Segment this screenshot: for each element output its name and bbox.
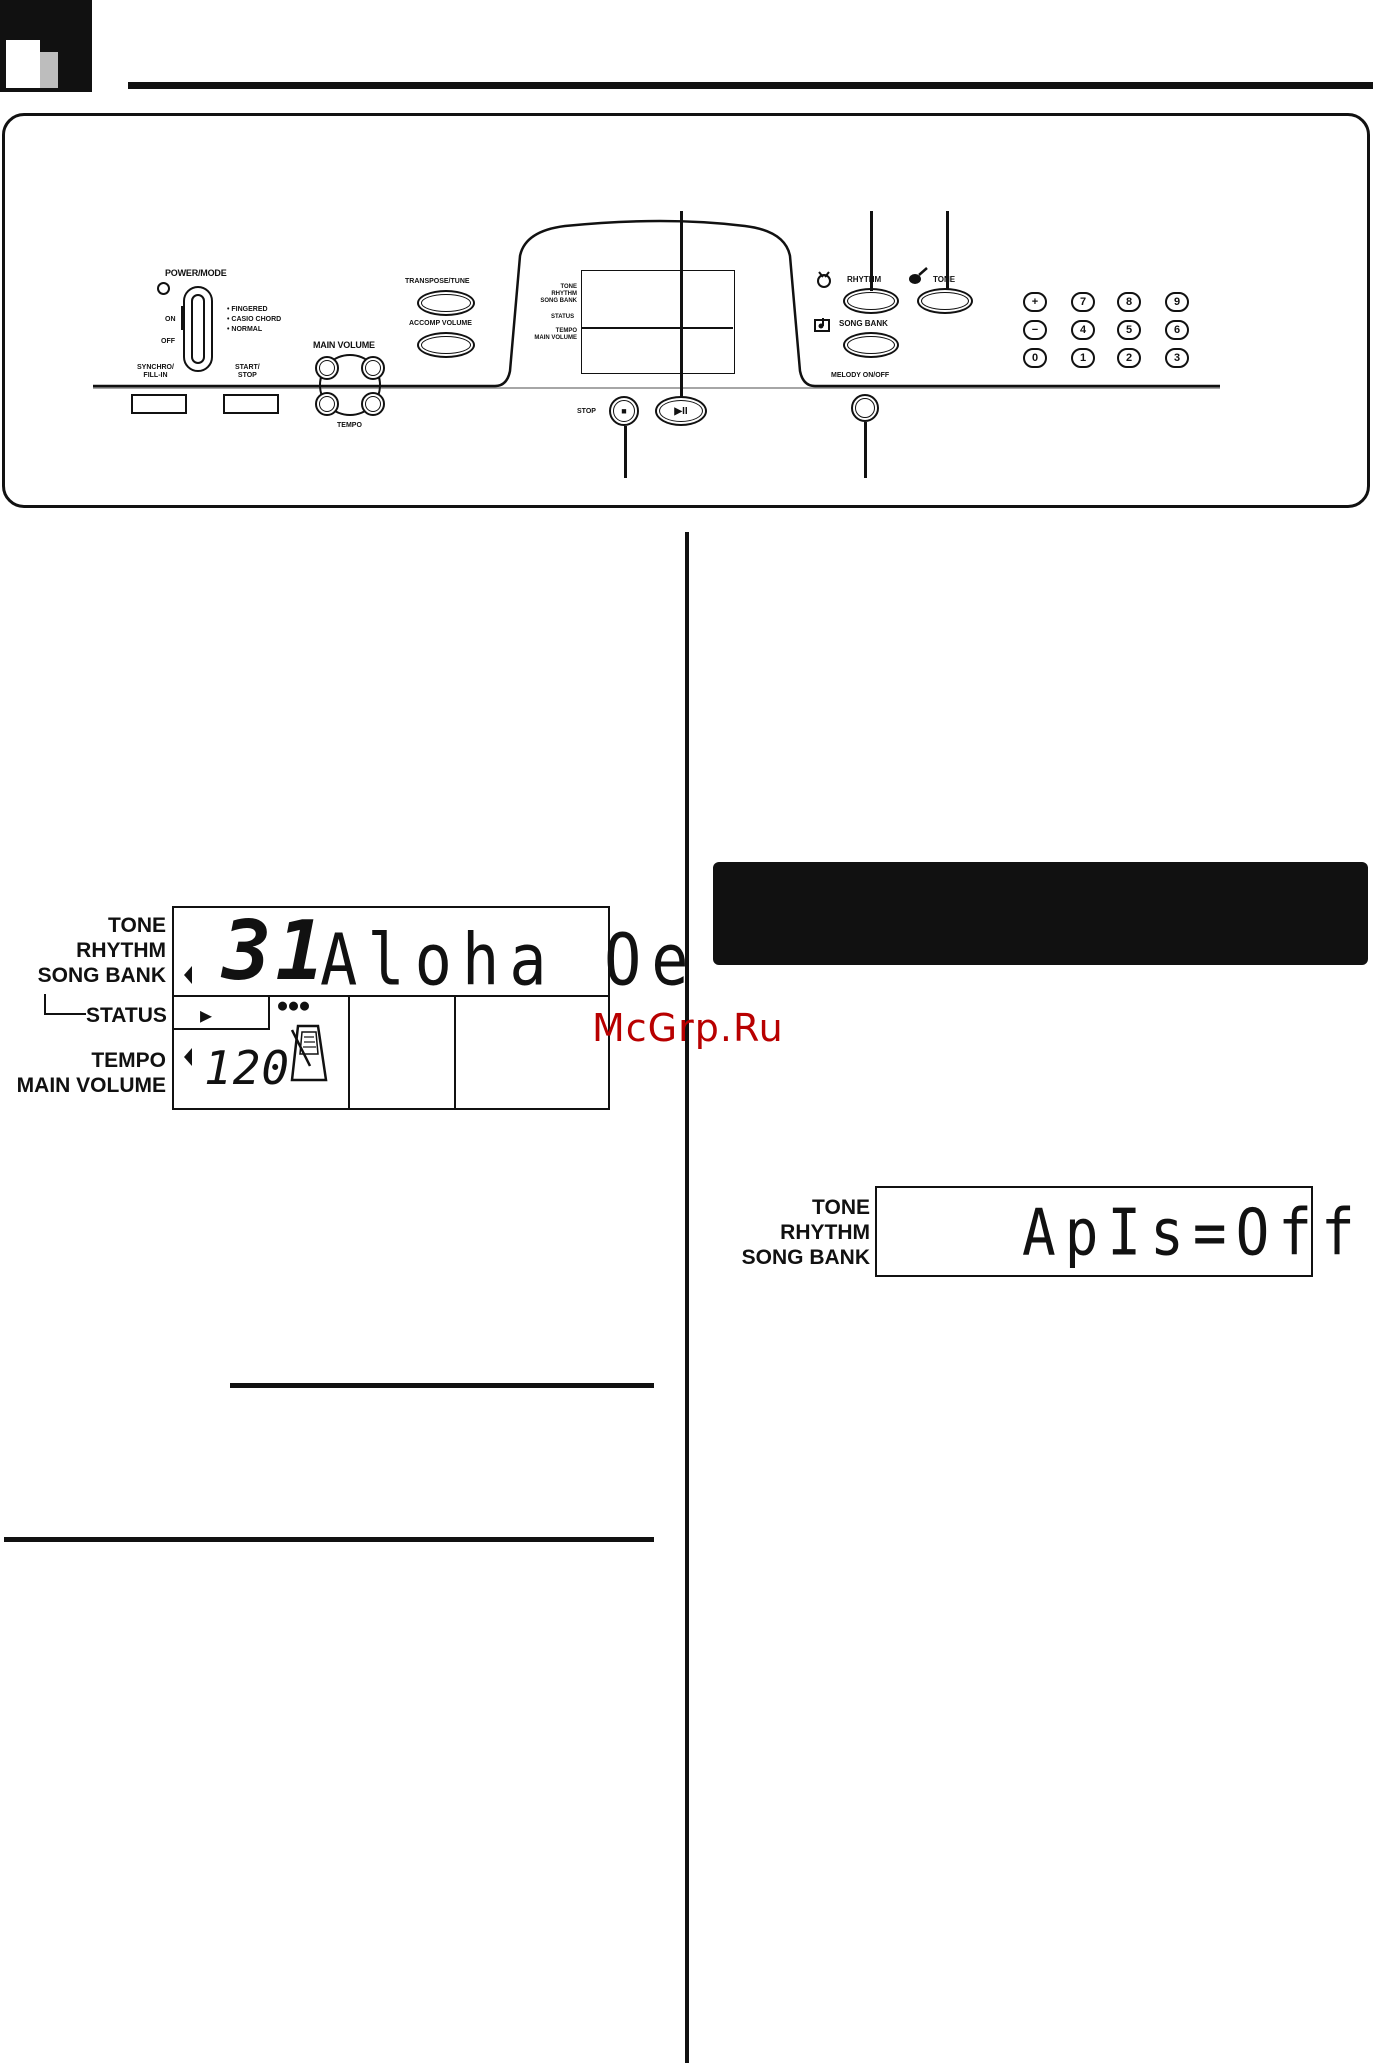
panel-display-tone: TONE — [560, 284, 577, 290]
number-key-3[interactable]: 3 — [1165, 348, 1189, 368]
apls-display-text: ApIs=Off — [1022, 1196, 1364, 1271]
tempo-down-button[interactable] — [315, 392, 339, 416]
lcd-rhythm-label: RHYTHM — [76, 939, 166, 962]
lcd-song-number: 31 — [222, 904, 329, 999]
pointer-play-pause — [680, 211, 683, 397]
lcd-indicator-bottom — [184, 1048, 192, 1066]
pointer-melody — [864, 422, 867, 478]
pointer-tone — [946, 211, 949, 289]
off-label: OFF — [161, 338, 175, 345]
main-volume-label: MAIN VOLUME — [313, 340, 375, 350]
number-key-plus[interactable]: + — [1023, 292, 1047, 312]
tempo-label: TEMPO — [337, 422, 362, 429]
tone-icon — [909, 267, 928, 284]
mode-normal: • NORMAL — [227, 326, 263, 333]
power-indicator — [157, 282, 170, 295]
metronome-icon — [290, 1024, 328, 1082]
number-key-minus[interactable]: − — [1023, 320, 1047, 340]
start-stop-button[interactable] — [223, 394, 279, 414]
keyboard-panel: POWER/MODE ON OFF • FINGERED • CASIO CHO… — [2, 113, 1370, 508]
panel-display — [581, 270, 735, 374]
power-mode-switch[interactable] — [183, 286, 213, 372]
beat-dots: ●●● — [278, 996, 312, 1014]
accomp-volume-button[interactable] — [417, 332, 475, 358]
pointer-stop — [624, 426, 627, 478]
melody-label: MELODY ON/OFF — [831, 372, 890, 379]
stop-label: STOP — [577, 408, 596, 415]
stop-button[interactable]: ■ — [609, 396, 639, 426]
number-key-9[interactable]: 9 — [1165, 292, 1189, 312]
rhythm-button[interactable] — [843, 288, 899, 314]
apls-rhythm-label: RHYTHM — [780, 1221, 870, 1244]
panel-display-tempo: TEMPO — [555, 328, 577, 334]
tone-button[interactable] — [917, 288, 973, 314]
status-bracket — [44, 994, 86, 1015]
rhythm-label: RHYTHM — [847, 275, 882, 284]
apls-tone-label: TONE — [812, 1196, 870, 1219]
lcd-main-display — [172, 906, 610, 1110]
status-arrow: ▶ — [200, 1003, 213, 1027]
song-bank-button[interactable] — [843, 332, 899, 358]
section-heading-bar — [713, 862, 1368, 965]
lcd-tempo-value: 120 — [204, 1041, 291, 1095]
lcd-status-label: STATUS — [86, 1004, 167, 1027]
melody-on-off-button[interactable] — [851, 394, 879, 422]
rule-long — [4, 1537, 654, 1542]
watermark: McGrp.Ru — [592, 1006, 784, 1050]
apls-display — [875, 1186, 1313, 1277]
number-key-0[interactable]: 0 — [1023, 348, 1047, 368]
tone-label: TONE — [933, 275, 956, 284]
start-stop-label: START/ STOP — [235, 364, 260, 379]
rule-short — [230, 1383, 654, 1388]
column-divider — [685, 532, 689, 2063]
number-key-1[interactable]: 1 — [1071, 348, 1095, 368]
rhythm-icon — [817, 271, 831, 288]
power-mode-label: POWER/MODE — [165, 268, 227, 278]
tempo-up-button[interactable] — [361, 392, 385, 416]
lcd-tempo-label: TEMPO — [91, 1049, 166, 1072]
lcd-song-name: Aloha Oe — [320, 917, 699, 1002]
play-pause-icon: ▶II — [674, 405, 688, 417]
number-key-5[interactable]: 5 — [1117, 320, 1141, 340]
volume-tempo-pad — [319, 354, 381, 416]
panel-display-main-volume: MAIN VOLUME — [534, 335, 577, 341]
main-volume-down-button[interactable] — [315, 356, 339, 380]
lcd-main-volume-label: MAIN VOLUME — [16, 1074, 166, 1097]
pointer-rhythm — [870, 211, 873, 291]
lcd-tone-label: TONE — [108, 914, 166, 937]
panel-outline — [93, 219, 1220, 389]
number-key-4[interactable]: 4 — [1071, 320, 1095, 340]
transpose-label: TRANSPOSE/TUNE — [405, 278, 470, 285]
number-key-8[interactable]: 8 — [1117, 292, 1141, 312]
synchro-label: SYNCHRO/ FILL-IN — [137, 364, 174, 379]
number-key-7[interactable]: 7 — [1071, 292, 1095, 312]
apls-song-bank-label: SONG BANK — [741, 1246, 870, 1269]
mode-casio-chord: • CASIO CHORD — [227, 316, 282, 323]
lcd-song-bank-label: SONG BANK — [37, 964, 166, 987]
accomp-volume-label: ACCOMP VOLUME — [409, 320, 472, 327]
synchro-fill-in-button[interactable] — [131, 394, 187, 414]
panel-display-status: STATUS — [551, 314, 575, 320]
mode-fingered: • FINGERED — [227, 306, 268, 313]
on-label: ON — [165, 316, 176, 323]
header-rule — [128, 82, 1373, 89]
panel-display-rhythm: RHYTHM — [551, 291, 577, 297]
number-key-6[interactable]: 6 — [1165, 320, 1189, 340]
play-pause-button[interactable]: ▶II — [655, 396, 707, 426]
lcd-indicator-top — [184, 966, 192, 984]
main-volume-up-button[interactable] — [361, 356, 385, 380]
transpose-tune-button[interactable] — [417, 290, 475, 316]
song-bank-icon — [814, 318, 830, 332]
number-key-2[interactable]: 2 — [1117, 348, 1141, 368]
corner-mark — [0, 0, 92, 92]
panel-display-song-bank: SONG BANK — [540, 298, 577, 304]
song-bank-label: SONG BANK — [839, 319, 888, 328]
stop-icon: ■ — [621, 406, 627, 416]
